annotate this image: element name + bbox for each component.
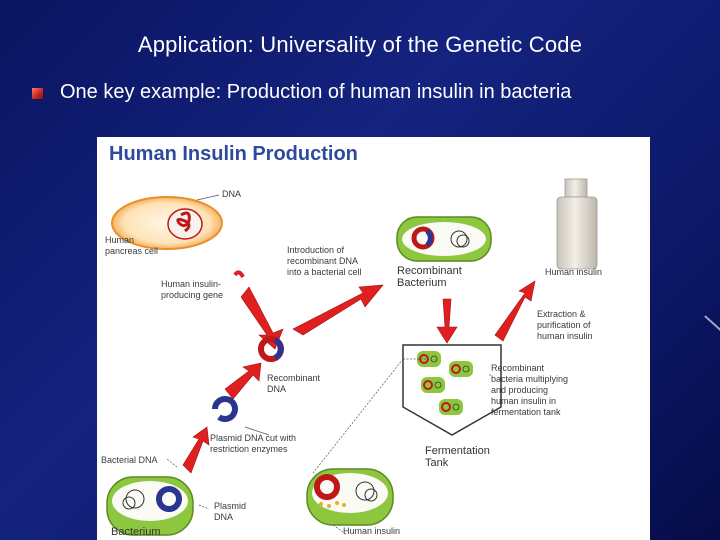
label-extraction: Extraction & purification of human insul… xyxy=(537,309,593,341)
insulin-bottle xyxy=(556,196,598,270)
label-dna: DNA xyxy=(222,189,242,199)
arrow-bacterium-to-plasmid xyxy=(182,426,210,474)
arrow-bacterium-to-tank xyxy=(436,298,458,344)
cut-plasmid xyxy=(212,396,238,422)
label-introduction: Introduction of recombinant DNA into a b… xyxy=(287,245,362,277)
bullet-icon xyxy=(32,88,43,99)
tank-bacteria xyxy=(417,351,473,415)
insulin-bottle-cap xyxy=(564,178,588,198)
arrow-introduction xyxy=(292,284,384,336)
arrow-tank-to-insulin xyxy=(494,280,536,342)
label-human-insulin-top: Human insulin xyxy=(545,267,603,277)
decorative-line xyxy=(704,315,720,336)
dna-strand xyxy=(176,211,191,233)
insulin-production-figure: Human Insulin Production DNA Human pancr… xyxy=(97,137,650,540)
label-insulin-gene: Human insulin- producing gene xyxy=(161,279,224,300)
label-plasmid-dna: Plasmid DNA xyxy=(214,501,247,522)
figure-title: Human Insulin Production xyxy=(109,143,358,165)
label-human-insulin-bottom: Human insulin xyxy=(343,526,401,536)
label-recombinant-bacterium: Recombinant Bacterium xyxy=(397,265,462,289)
label-bacterium: Bacterium xyxy=(111,526,161,538)
arrow-plasmid-to-recombinant xyxy=(224,362,262,400)
insulin-gene-fragment xyxy=(233,270,245,278)
insulin-dots xyxy=(319,501,346,508)
label-fermentation-tank: Fermentation Tank xyxy=(425,445,490,469)
figure-drawing xyxy=(106,178,598,536)
fermentation-tank xyxy=(402,344,502,436)
label-recombinant-bacteria-multiplying: Recombinant bacteria multiplying and pro… xyxy=(491,363,569,417)
label-bacterial-dna: Bacterial DNA xyxy=(101,455,158,465)
label-recombinant-dna: Recombinant DNA xyxy=(267,373,321,394)
bullet-text: One key example: Production of human ins… xyxy=(60,81,572,103)
label-plasmid-cut: Plasmid DNA cut with restriction enzymes xyxy=(210,433,297,454)
slide-title: Application: Universality of the Genetic… xyxy=(137,32,583,57)
label-human-pancreas-cell: Human pancreas cell xyxy=(105,235,159,256)
